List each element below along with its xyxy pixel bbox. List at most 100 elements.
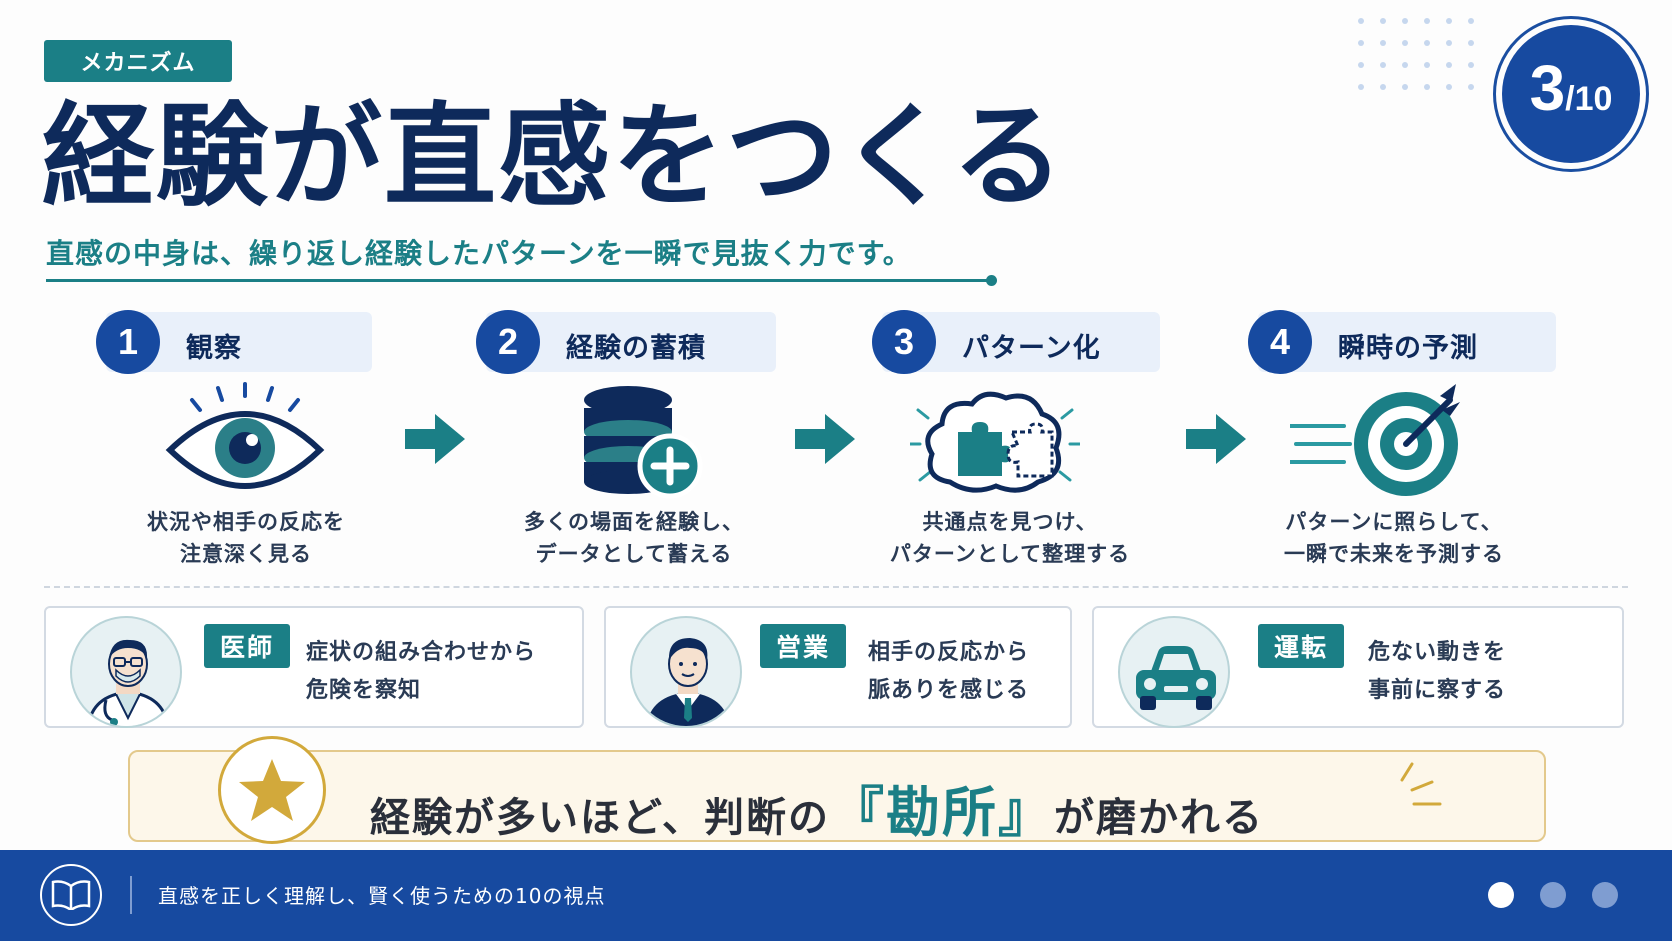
step-number: 2 xyxy=(476,310,540,374)
book-icon xyxy=(40,864,102,926)
arrow-right-icon xyxy=(795,414,855,464)
star-icon xyxy=(239,759,305,821)
footer-title: 直感を正しく理解し、賢く使うための10の視点 xyxy=(158,884,606,908)
step-description-line: 多くの場面を経験し、 xyxy=(524,510,744,534)
step-description: パターンに照らして、 一瞬で未来を予測する xyxy=(1244,506,1544,570)
businessman-icon xyxy=(630,616,742,728)
decorative-dot xyxy=(1446,18,1452,24)
example-text-line: 相手の反応から xyxy=(868,640,1030,665)
decorative-dot xyxy=(1380,40,1386,46)
decorative-dot xyxy=(1424,40,1430,46)
decorative-dot xyxy=(1468,40,1474,46)
example-card-doctor: 医師 症状の組み合わせから 危険を察知 xyxy=(44,606,584,728)
key-message-emphasis: 『勘所』 xyxy=(830,781,1054,844)
decorative-dot xyxy=(1358,40,1364,46)
brain-puzzle-icon xyxy=(910,391,1080,493)
example-card-sales: 営業 相手の反応から 脈ありを感じる xyxy=(604,606,1072,728)
step-description: 共通点を見つけ、 パターンとして整理する xyxy=(860,506,1160,570)
step-description: 多くの場面を経験し、 データとして蓄える xyxy=(484,506,784,570)
decorative-dot xyxy=(1424,18,1430,24)
step-description-line: 共通点を見つけ、 xyxy=(922,510,1098,534)
decorative-dot xyxy=(1424,62,1430,68)
key-message-banner: 経験が多いほど、判断の『勘所』が磨かれる xyxy=(128,736,1546,844)
underline-dot xyxy=(986,275,997,286)
step-4: 4 瞬時の予測 xyxy=(1248,310,1556,374)
step-1: 1 観察 xyxy=(96,310,372,374)
decorative-dot xyxy=(1402,84,1408,90)
page-current: 3 xyxy=(1529,52,1566,124)
page-indicator: 3 /10 xyxy=(1493,16,1649,172)
eye-icon xyxy=(165,382,325,489)
decorative-dot xyxy=(1446,84,1452,90)
decorative-dot xyxy=(1358,84,1364,90)
page-total: /10 xyxy=(1565,80,1613,118)
page-indicator-inner: 3 /10 xyxy=(1502,25,1640,163)
example-card-driving: 運転 危ない動きを 事前に察する xyxy=(1092,606,1624,728)
step-label: パターン化 xyxy=(962,333,1101,364)
doctor-icon xyxy=(70,616,182,728)
decorative-dot-grid xyxy=(1358,18,1478,98)
example-tag: 医師 xyxy=(204,624,291,668)
decorative-dot xyxy=(1468,84,1474,90)
page-subtitle: 直感の中身は、繰り返し経験したパターンを一瞬で見抜く力です。 xyxy=(46,237,912,270)
decorative-dot xyxy=(1358,62,1364,68)
pagination-dot[interactable] xyxy=(1540,882,1566,908)
footer-separator xyxy=(130,876,132,914)
step-description-line: 状況や相手の反応を xyxy=(147,510,345,534)
sparkle-lines-icon xyxy=(1400,762,1442,806)
section-divider xyxy=(44,586,1628,588)
example-text: 症状の組み合わせから 危険を察知 xyxy=(306,634,536,710)
key-message: 経験が多いほど、判断の『勘所』が磨かれる xyxy=(370,768,1264,847)
decorative-dot xyxy=(1468,62,1474,68)
pagination-dot-active[interactable] xyxy=(1488,882,1514,908)
example-text-line: 事前に察する xyxy=(1368,678,1507,703)
example-tag: 営業 xyxy=(760,624,847,668)
database-plus-icon xyxy=(584,386,703,499)
decorative-dot xyxy=(1358,18,1364,24)
subtitle-underline xyxy=(46,279,990,282)
decorative-dot xyxy=(1402,18,1408,24)
step-label: 観察 xyxy=(186,333,242,364)
key-message-after: が磨かれる xyxy=(1054,795,1264,841)
step-description-line: 一瞬で未来を予測する xyxy=(1284,542,1504,566)
step-label: 瞬時の予測 xyxy=(1338,333,1478,364)
example-tag: 運転 xyxy=(1258,624,1345,668)
star-badge xyxy=(218,736,326,844)
step-description: 状況や相手の反応を 注意深く見る xyxy=(96,506,396,570)
example-text: 相手の反応から 脈ありを感じる xyxy=(868,634,1029,710)
pagination-dot[interactable] xyxy=(1592,882,1618,908)
target-arrow-icon xyxy=(1290,384,1460,496)
arrow-right-icon xyxy=(405,414,465,464)
decorative-dot xyxy=(1402,40,1408,46)
footer-bar: 直感を正しく理解し、賢く使うための10の視点 xyxy=(0,850,1672,941)
step-label: 経験の蓄積 xyxy=(566,333,706,364)
category-badge: メカニズム xyxy=(44,40,232,82)
example-text-line: 症状の組み合わせから xyxy=(306,640,537,665)
decorative-dot xyxy=(1446,40,1452,46)
decorative-dot xyxy=(1468,18,1474,24)
arrow-right-icon xyxy=(1186,414,1246,464)
step-description-line: パターンとして整理する xyxy=(889,542,1131,566)
step-description-line: パターンに照らして、 xyxy=(1285,510,1503,534)
decorative-dot xyxy=(1380,62,1386,68)
example-text-line: 脈ありを感じる xyxy=(868,678,1030,703)
step-description-line: 注意深く見る xyxy=(180,542,312,566)
key-message-before: 経験が多いほど、判断の xyxy=(370,795,830,841)
step-number: 3 xyxy=(872,310,936,374)
example-text-line: 危ない動きを xyxy=(1368,640,1507,665)
car-icon xyxy=(1118,616,1230,728)
step-description-line: データとして蓄える xyxy=(535,542,733,566)
step-3: 3 パターン化 xyxy=(872,310,1160,374)
decorative-dot xyxy=(1446,62,1452,68)
example-text-line: 危険を察知 xyxy=(306,678,422,703)
decorative-dot xyxy=(1424,84,1430,90)
step-2: 2 経験の蓄積 xyxy=(476,310,776,374)
page-title: 経験が直感をつくる xyxy=(42,92,1066,222)
decorative-dot xyxy=(1402,62,1408,68)
decorative-dot xyxy=(1380,84,1386,90)
decorative-dot xyxy=(1380,18,1386,24)
step-number: 4 xyxy=(1248,310,1312,374)
example-text: 危ない動きを 事前に察する xyxy=(1368,634,1506,710)
step-number: 1 xyxy=(96,310,160,374)
